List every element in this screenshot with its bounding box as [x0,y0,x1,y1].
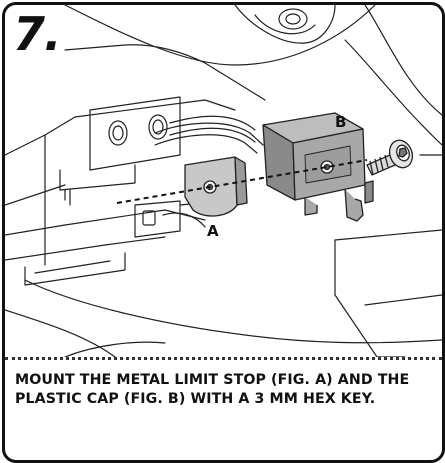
instruction-text: MOUNT THE METAL LIMIT STOP (FIG. A) AND … [15,372,410,407]
dotted-divider [5,357,442,360]
frame-bracket [59,96,256,206]
frame-rod [154,122,264,154]
frame-housing [5,44,442,357]
callout-a: A [207,222,219,240]
hex-socket-screw-icon [366,139,414,176]
assembly-axis-line [116,159,368,204]
frame-lower-rail [5,200,216,286]
plastic-cap-icon [262,112,374,222]
frame-right-panel [334,154,442,357]
frame-top-outline [64,5,442,146]
step-number: 7. [13,7,61,61]
assembly-illustration: A B [5,5,442,357]
callout-b: B [335,113,346,131]
